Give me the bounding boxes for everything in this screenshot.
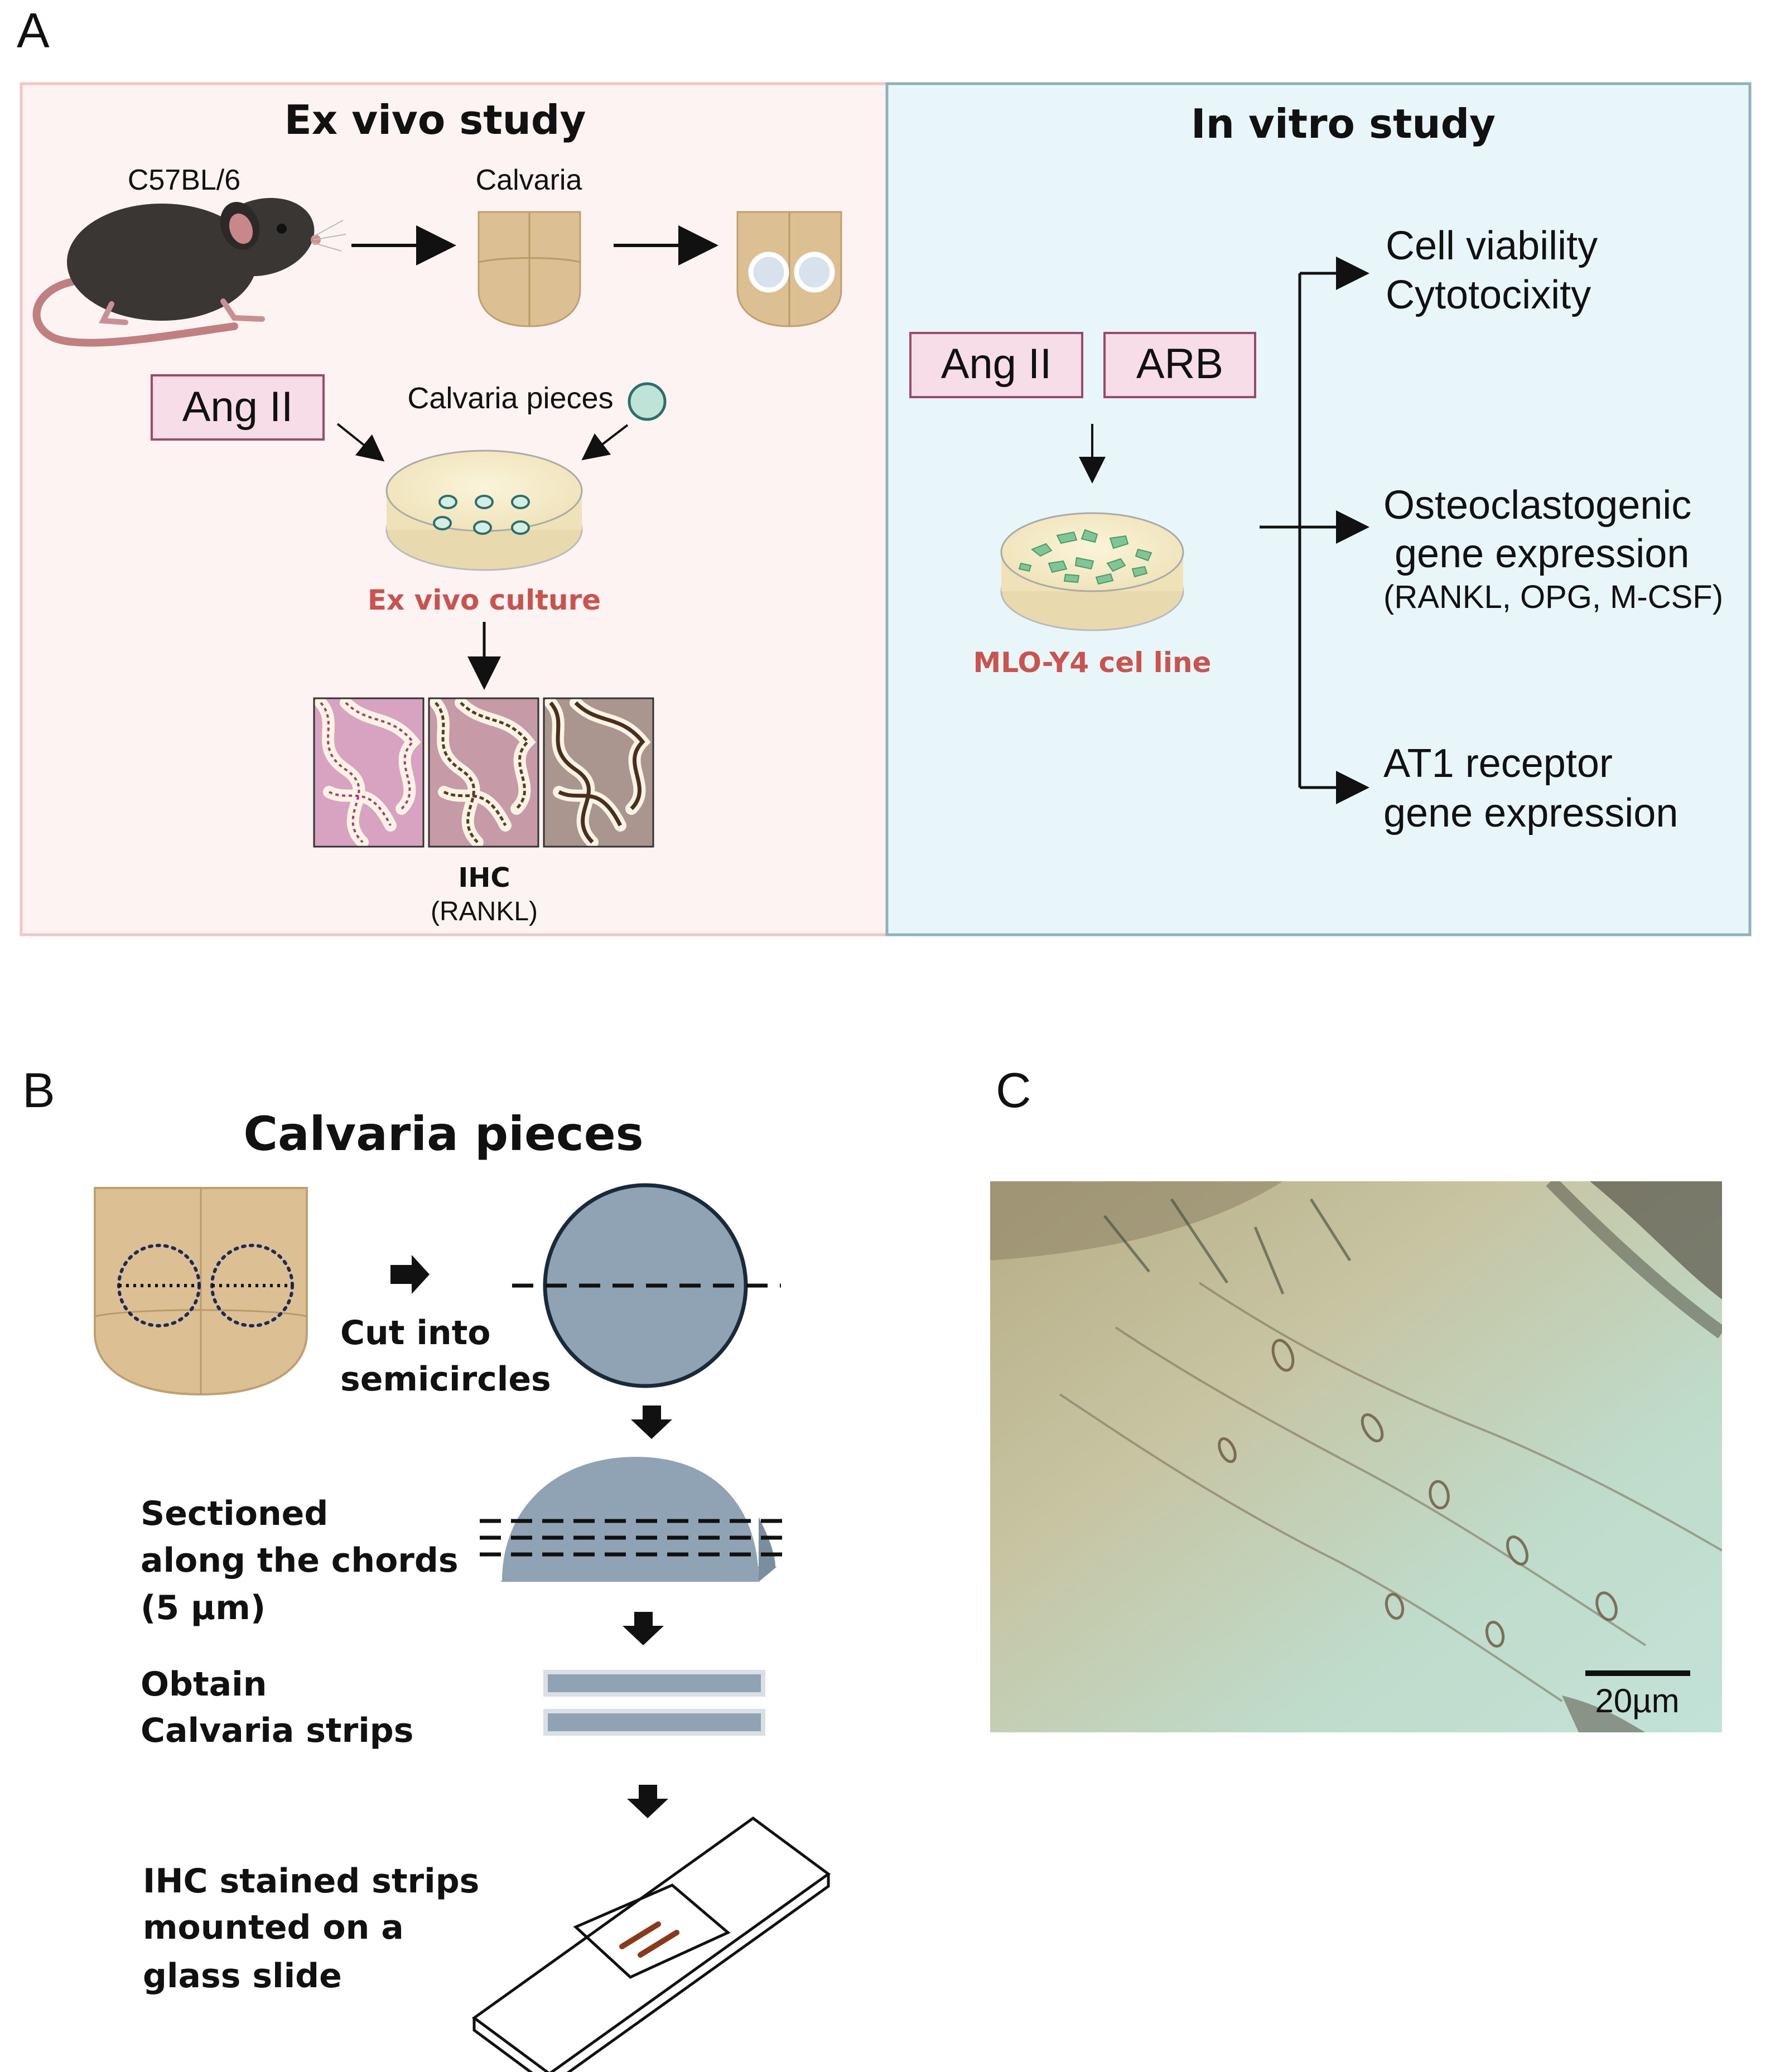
block-arrow-down-1	[631, 1406, 672, 1439]
in-vitro-panel: In vitro study Ang II ARB	[885, 82, 1752, 936]
ex-vivo-culture-label: Ex vivo culture	[368, 584, 601, 616]
ang-ii-label: Ang II	[182, 383, 293, 431]
outcome-at1-receptor: AT1 receptor	[1383, 741, 1613, 786]
panel-b-title: Calvaria pieces	[243, 1107, 643, 1161]
ihc-image-3	[544, 698, 653, 847]
ihc-micrograph	[990, 1181, 1722, 1732]
calvaria-piece-icon	[628, 382, 667, 421]
glass-slide-icon	[471, 1816, 831, 2072]
arb-box	[1103, 332, 1256, 398]
calvaria-with-holes-icon	[736, 211, 842, 327]
calvaria-piece-circle	[512, 1183, 781, 1388]
step-section-line3: (5 µm)	[141, 1588, 266, 1627]
cell-culture-dish-icon	[1000, 512, 1184, 631]
outcome-branch-arrows	[1260, 257, 1369, 804]
outcome-cell-viability: Cell viability	[1386, 224, 1598, 268]
ihc-label: IHC	[458, 862, 510, 893]
step-cut-line1: Cut into	[340, 1313, 491, 1353]
ang-ii-box-in-vitro	[909, 332, 1083, 398]
culture-dish-icon	[385, 450, 583, 571]
step-cut-line2: semicircles	[340, 1360, 551, 1399]
panel-a-letter: A	[17, 3, 50, 58]
panel-b-letter: B	[22, 1062, 55, 1118]
semicircle-section-icon	[480, 1457, 792, 1582]
calvaria-cutting-icon	[94, 1187, 308, 1396]
outcome-cytotoxicity: Cytotocixity	[1386, 273, 1591, 317]
block-arrow-right	[390, 1255, 430, 1294]
calvaria-label: Calvaria	[476, 164, 582, 196]
ex-vivo-panel: Ex vivo study C57BL/6 Calvaria	[20, 82, 889, 936]
step-mount-line2: mounted on a	[143, 1908, 404, 1947]
ang-ii-label-in-vitro: Ang II	[941, 340, 1052, 388]
outcome-gene-expression: gene expression	[1395, 532, 1689, 576]
outcome-osteoclastogenic: Osteoclastogenic	[1383, 483, 1691, 528]
arrow-ang-to-dish	[336, 423, 385, 462]
block-arrow-down-2	[623, 1612, 664, 1645]
step-mount-line1: IHC stained strips	[143, 1862, 479, 1901]
ihc-rankl-label: (RANKL)	[431, 897, 538, 926]
mouse-icon	[32, 197, 346, 347]
step-strips-line1: Obtain	[141, 1665, 267, 1704]
scale-bar-label: 20µm	[1595, 1682, 1679, 1720]
ang-ii-box	[151, 374, 325, 441]
block-arrow-down-3	[627, 1785, 668, 1818]
in-vitro-background	[885, 82, 1752, 936]
step-mount-line3: glass slide	[143, 1957, 342, 1996]
mouse-strain-label: C57BL/6	[128, 164, 240, 196]
arrow-pieces-to-dish	[581, 424, 629, 461]
calvaria-icon	[478, 211, 581, 327]
step-section-line2: along the chords	[141, 1541, 459, 1580]
ihc-image-1	[314, 698, 423, 847]
outcome-genes-list: (RANKL, OPG, M-CSF)	[1383, 579, 1723, 615]
calvaria-strips-icon	[543, 1670, 765, 1736]
ex-vivo-title: Ex vivo study	[284, 96, 586, 143]
mlo-y4-label: MLO-Y4 cel line	[973, 646, 1212, 679]
ihc-image-2	[429, 698, 538, 847]
step-strips-line2: Calvaria strips	[141, 1711, 413, 1750]
step-section-line1: Sectioned	[141, 1494, 328, 1533]
calvaria-pieces-label: Calvaria pieces	[407, 381, 613, 415]
arb-label: ARB	[1136, 340, 1223, 388]
in-vitro-title: In vitro study	[1191, 100, 1496, 147]
outcome-at1-gene-expression: gene expression	[1383, 791, 1678, 835]
panel-c-letter: C	[996, 1062, 1031, 1118]
